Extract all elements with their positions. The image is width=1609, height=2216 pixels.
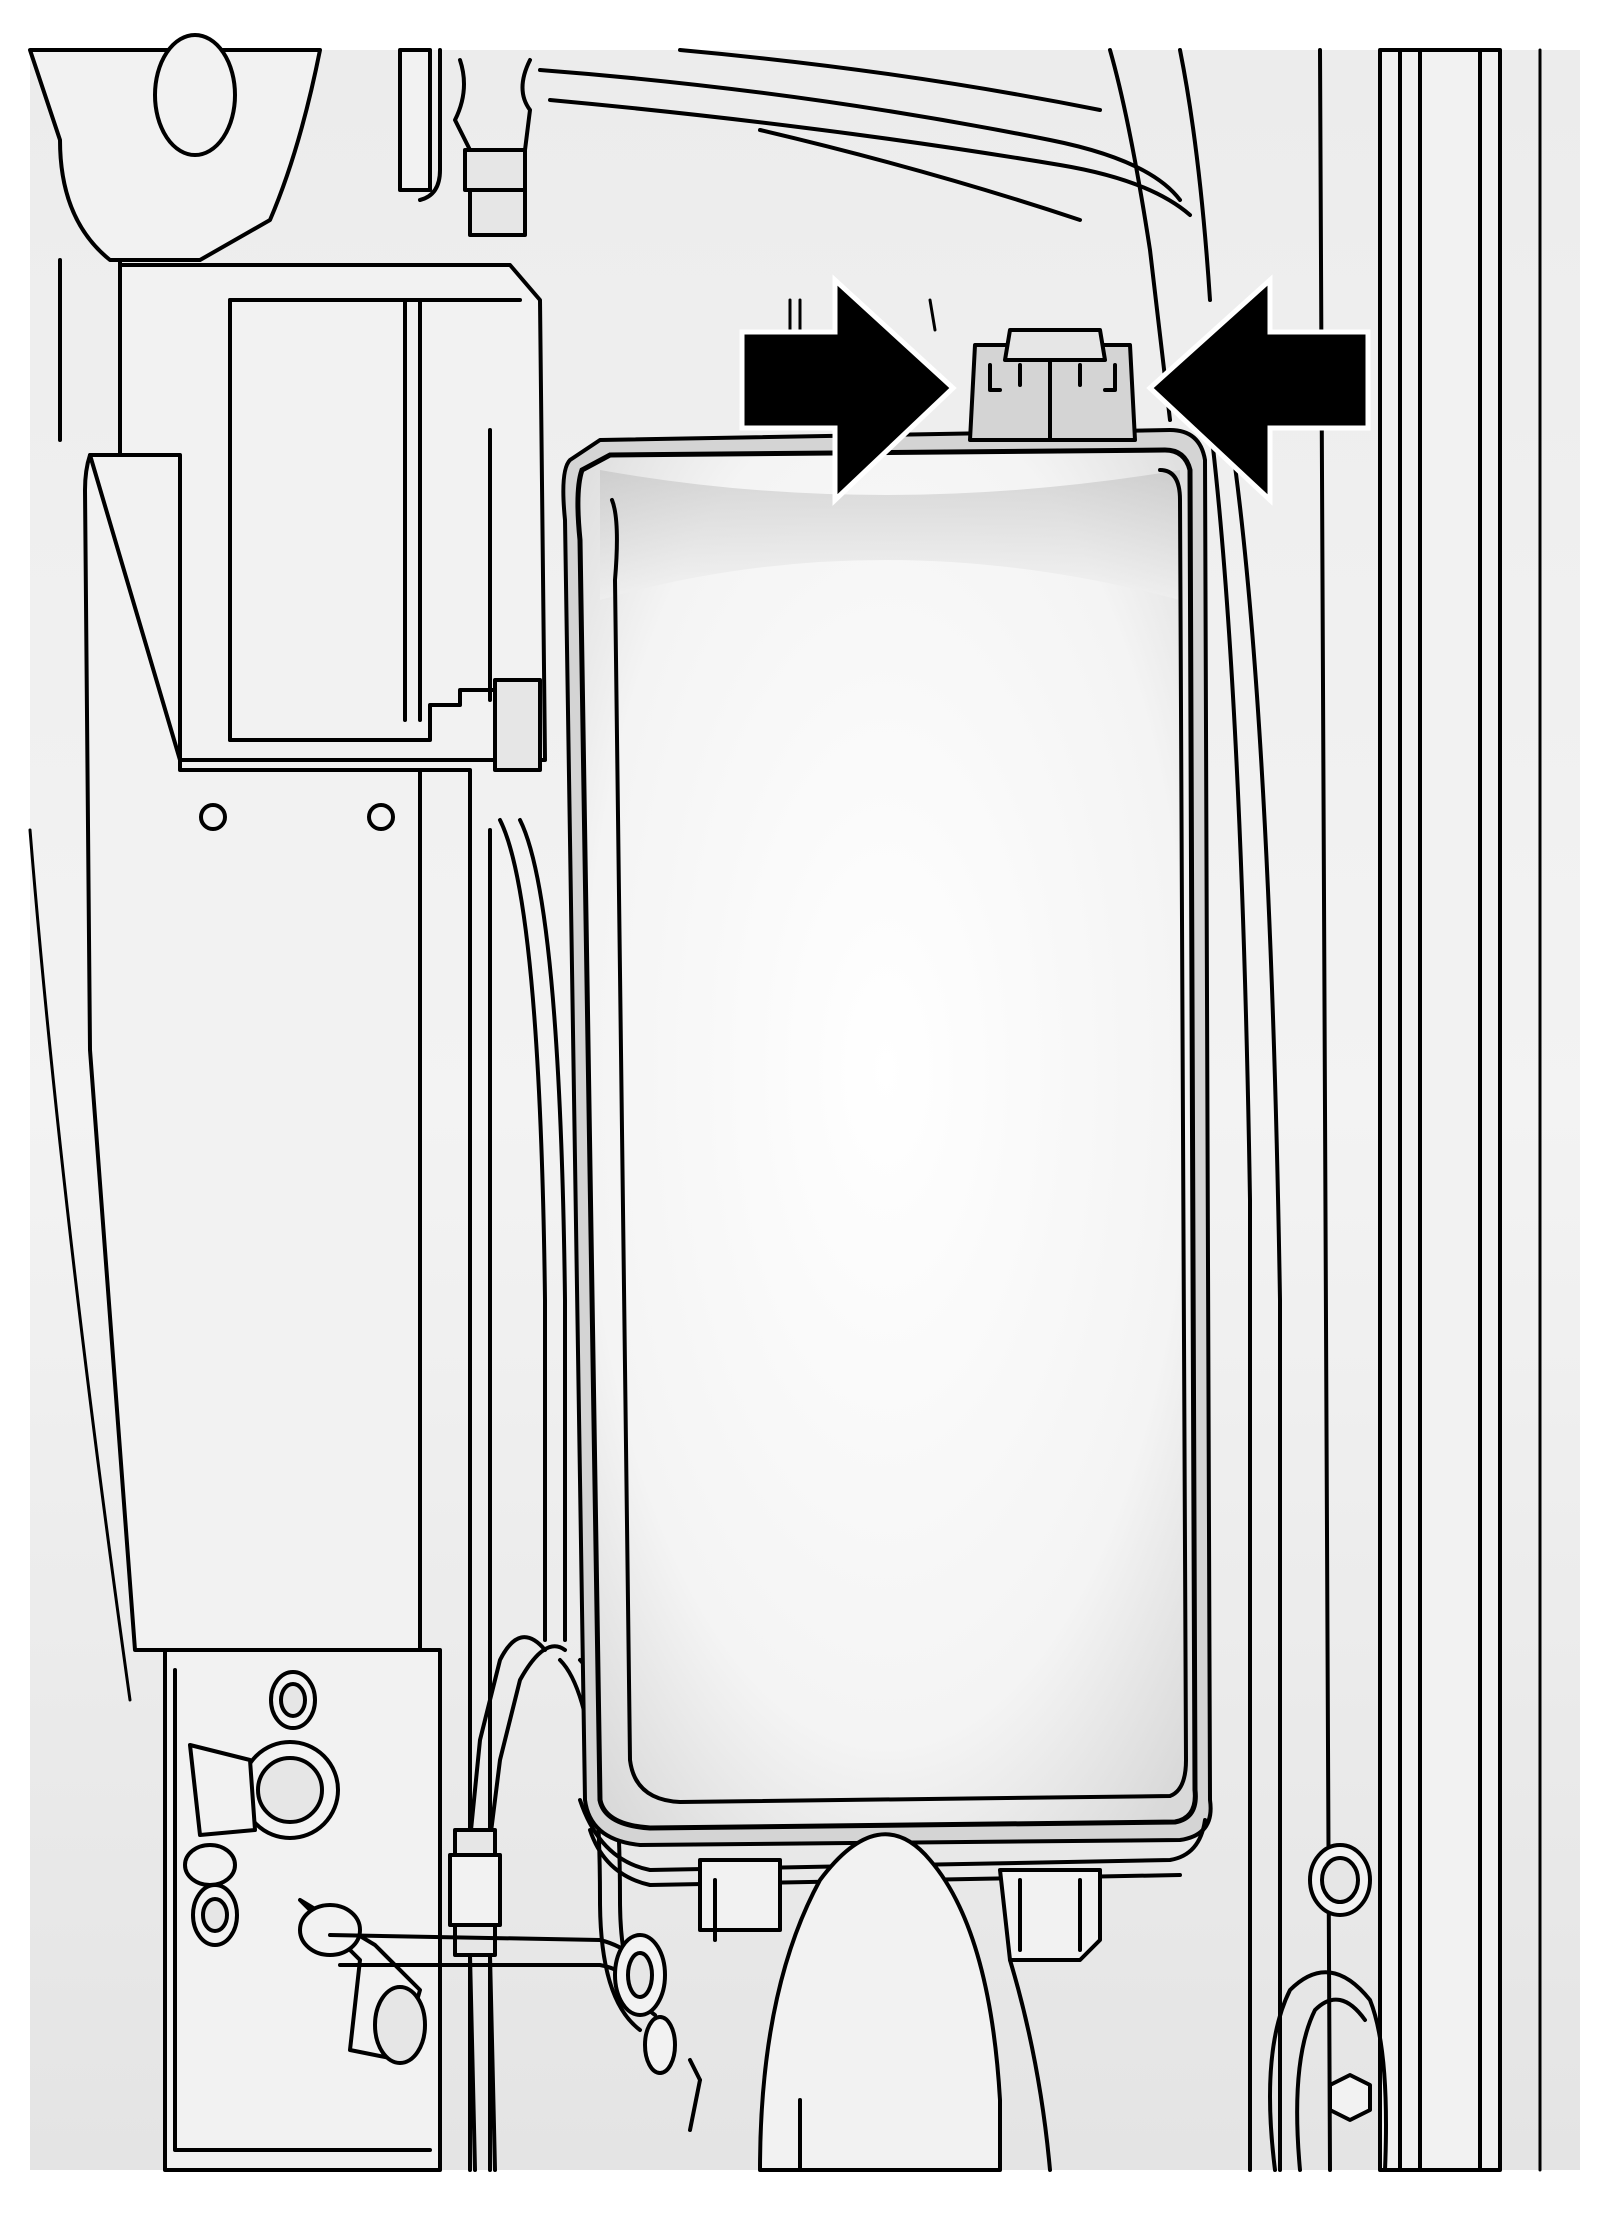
upper-left-bracket [28, 33, 532, 442]
lower-components [698, 1832, 1102, 2172]
fuse-block-connector [788, 298, 1137, 442]
fuse-block-cover [561, 428, 1213, 1887]
left-panel [28, 453, 492, 2172]
lower-left-fitting [163, 1648, 442, 2172]
right-callout-arrow [1146, 274, 1371, 506]
left-callout-arrow [739, 274, 957, 506]
upper-wiring [538, 48, 1212, 422]
ground-wire [328, 1933, 702, 2132]
right-frame-rail [1198, 48, 1542, 2172]
